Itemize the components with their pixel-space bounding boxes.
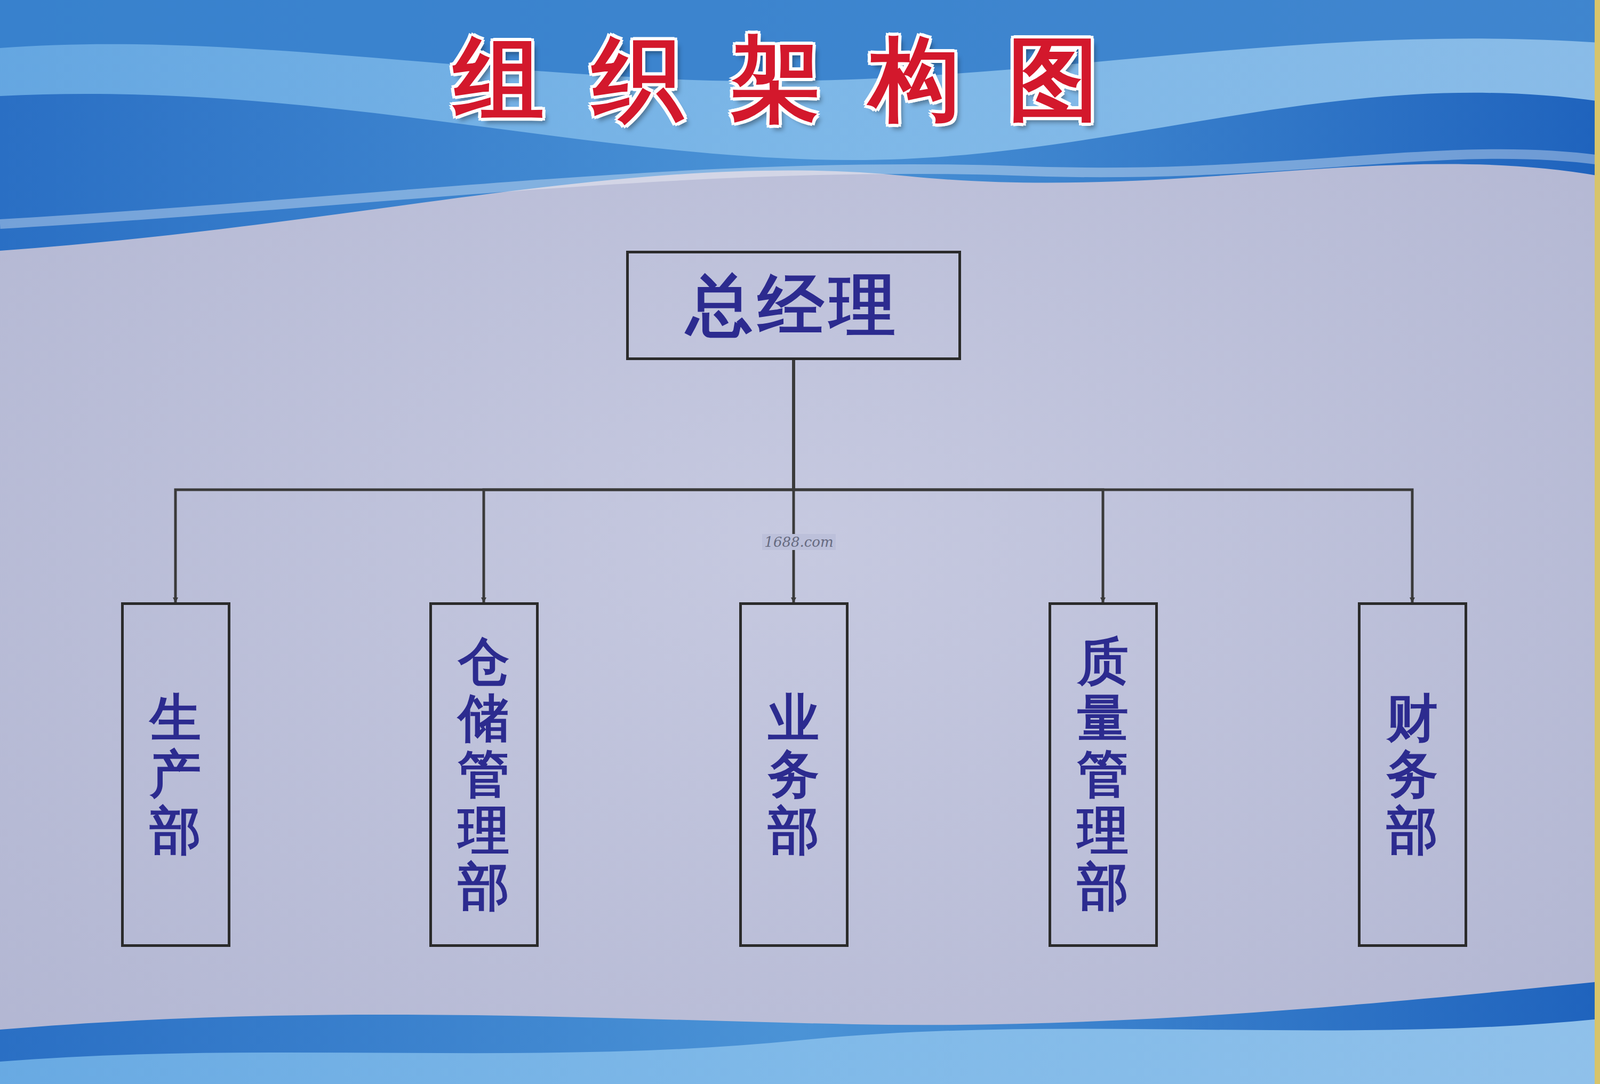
bottom-wave-light [0, 1018, 1600, 1084]
connector-arrow [793, 360, 1103, 603]
department-box: 质量管理部 [1048, 602, 1158, 947]
department-name: 财务部 [1386, 690, 1438, 860]
department-box: 仓储管理部 [429, 602, 539, 947]
department-name: 生产部 [149, 690, 202, 860]
watermark: 1688.com [762, 533, 836, 550]
department-box: 业务部 [739, 602, 849, 947]
connector-arrow [793, 360, 1413, 603]
manager-box: 总经理 [626, 250, 962, 360]
frame-edge [1594, 0, 1600, 1084]
manager-title: 总经理 [686, 268, 901, 342]
connector-arrow [175, 360, 794, 603]
department-name: 业务部 [768, 690, 820, 860]
chart-title: 组织架构图 [0, 29, 1600, 130]
department-box: 财务部 [1357, 602, 1468, 947]
bottom-wave [0, 981, 1600, 1084]
top-wave-light [0, 0, 1600, 160]
department-name: 质量管理部 [1077, 633, 1129, 916]
department-name: 仓储管理部 [458, 633, 510, 916]
connector-arrow [483, 360, 794, 603]
wave-highlight [0, 154, 1600, 224]
department-box: 生产部 [121, 602, 231, 947]
top-wave [0, 0, 1600, 251]
